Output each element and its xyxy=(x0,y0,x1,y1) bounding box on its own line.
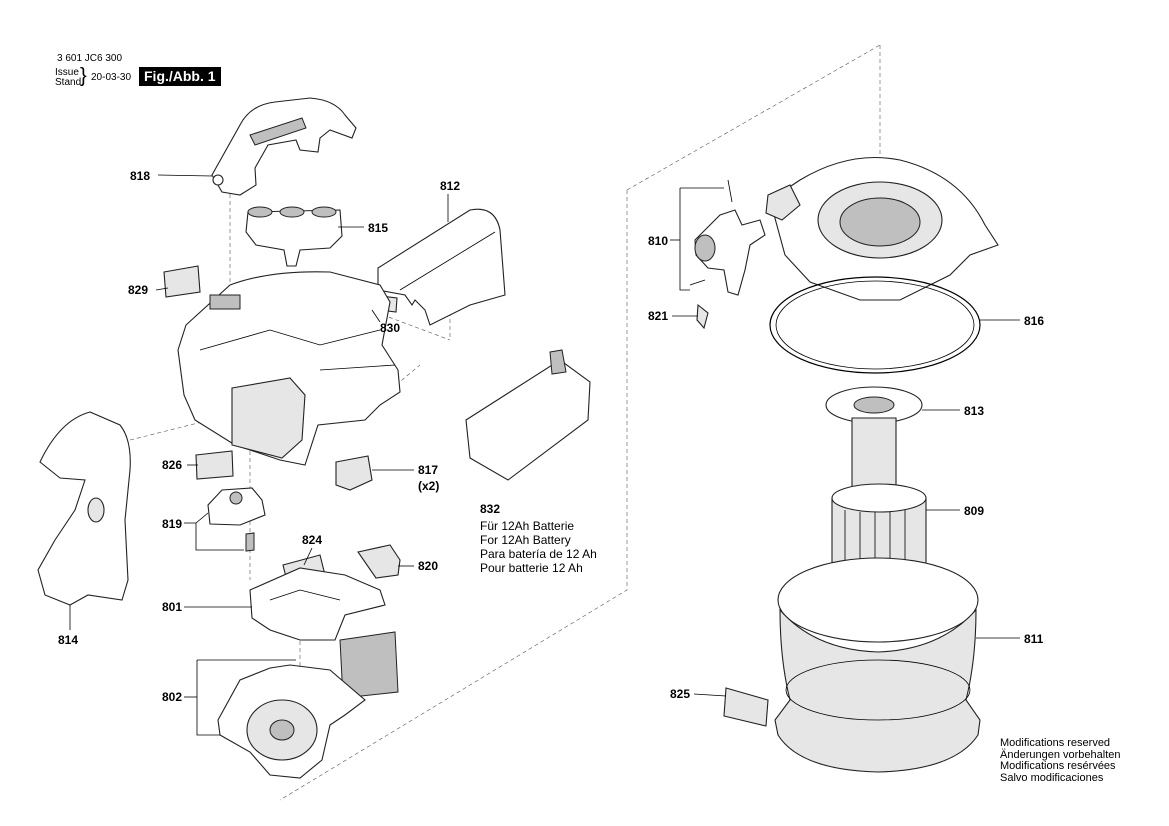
assembly-boundary xyxy=(279,190,628,801)
part-label-819: 819 xyxy=(162,517,182,531)
part-label-825: 825 xyxy=(670,687,690,701)
part-label-832: 832 xyxy=(480,502,500,516)
part-813-filter-cap xyxy=(825,386,923,491)
part-qty-817: (x2) xyxy=(418,479,439,493)
part-label-821: 821 xyxy=(648,309,668,323)
main-housing xyxy=(177,271,401,466)
part-817-clip xyxy=(335,455,373,491)
part-829-label xyxy=(163,265,201,298)
part-811-dust-container xyxy=(774,557,981,773)
part-label-811: 811 xyxy=(1024,632,1044,646)
part-802-motor xyxy=(217,664,366,779)
dust-container-lid xyxy=(765,156,999,301)
stand-label: Stand xyxy=(55,77,82,88)
modifications-fr: Modifications resérvées xyxy=(1000,760,1116,772)
part-label-824: 824 xyxy=(302,533,322,547)
part-label-816: 816 xyxy=(1024,314,1044,328)
part-826-label xyxy=(195,450,234,480)
battery-notes: Für 12Ah Batterie For 12Ah Battery Para … xyxy=(480,519,597,575)
modifications-de: Änderungen vorbehalten xyxy=(1000,748,1121,761)
part-label-826: 826 xyxy=(162,458,182,472)
part-818-handle xyxy=(211,97,357,196)
battery-note-es: Para batería de 12 Ah xyxy=(480,547,597,561)
part-815-battery-holder xyxy=(245,206,343,267)
modifications-en: Modifications reserved xyxy=(1000,737,1111,749)
part-832-battery-box xyxy=(465,349,591,481)
issue-label: Issue xyxy=(55,67,79,78)
part-label-820: 820 xyxy=(418,559,438,573)
part-label-829: 829 xyxy=(128,283,148,297)
part-label-809: 809 xyxy=(964,504,984,518)
part-label-810: 810 xyxy=(648,234,668,248)
foam-block xyxy=(339,631,399,699)
part-label-830: 830 xyxy=(380,321,400,335)
part-label-813: 813 xyxy=(964,404,984,418)
part-label-815: 815 xyxy=(368,221,388,235)
issue-brace: } xyxy=(80,65,87,87)
part-label-801: 801 xyxy=(162,600,182,614)
battery-note-en: For 12Ah Battery xyxy=(480,533,571,547)
part-814-side-handle xyxy=(37,411,131,606)
modifications-es: Salvo modificaciones xyxy=(1000,771,1104,784)
part-label-814: 814 xyxy=(58,633,78,647)
battery-note-de: Für 12Ah Batterie xyxy=(480,519,575,533)
part-label-802: 802 xyxy=(162,690,182,704)
modifications-notice: Modifications reserved Änderungen vorbeh… xyxy=(1000,737,1121,784)
part-820-connector xyxy=(357,544,401,579)
part-812-cover xyxy=(377,208,506,326)
issue-date: 20-03-30 xyxy=(91,72,132,83)
part-810-nozzle xyxy=(689,179,766,296)
part-821-label xyxy=(696,303,709,330)
part-819-switch xyxy=(207,487,266,552)
part-825-label xyxy=(723,687,769,727)
figure-label: Fig./Abb. 1 xyxy=(139,67,221,86)
part-801-electronics xyxy=(249,567,386,641)
battery-note-fr: Pour batterie 12 Ah xyxy=(480,561,583,575)
part-816-seal-ring xyxy=(769,276,981,374)
leader-lines xyxy=(69,174,1020,736)
doc-number: 3 601 JC6 300 xyxy=(57,53,123,64)
part-label-817: 817 xyxy=(418,463,438,477)
part-label-818: 818 xyxy=(130,169,150,183)
part-label-812: 812 xyxy=(440,179,460,193)
